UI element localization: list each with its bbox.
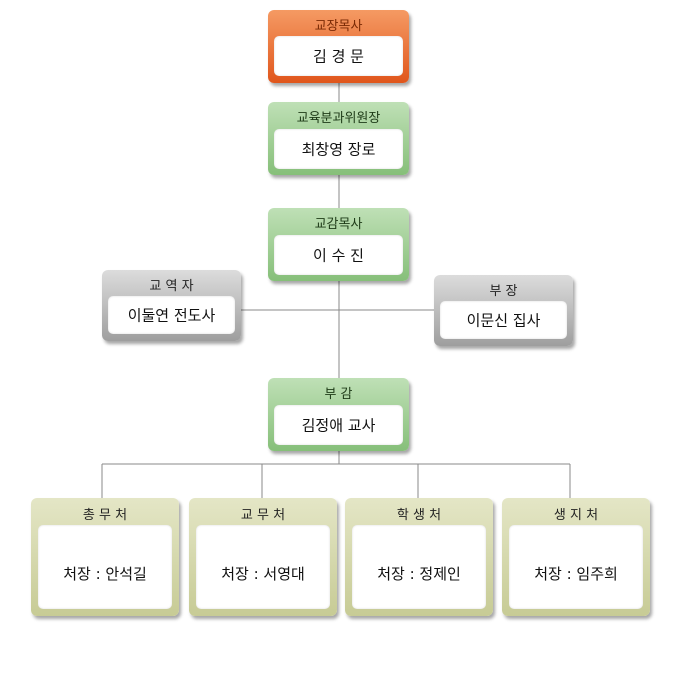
department-head: 처장 : 정제인 xyxy=(377,565,461,583)
department-panel: 처장 : 안석길 xyxy=(38,525,172,609)
director-box: 부 장 이문신 집사 xyxy=(434,275,573,346)
department-head: 처장 : 안석길 xyxy=(63,565,147,583)
evangelist-box: 교 역 자 이둘연 전도사 xyxy=(102,270,241,341)
committee-title: 교육분과위원장 xyxy=(296,111,381,126)
department-title: 총 무 처 xyxy=(82,508,128,523)
committee-box: 교육분과위원장 최창영 장로 xyxy=(268,102,409,175)
department-panel: 처장 : 임주희 xyxy=(509,525,643,609)
pastor-name: 김 경 문 xyxy=(313,47,364,66)
department-box-3: 학 생 처 처장 : 정제인 xyxy=(345,498,493,616)
assistant-name: 김정애 교사 xyxy=(301,416,376,435)
department-title: 생 지 처 xyxy=(553,508,599,523)
vice-pastor-name-panel: 이 수 진 xyxy=(274,235,403,275)
department-head: 처장 : 임주희 xyxy=(534,565,618,583)
assistant-name-panel: 김정애 교사 xyxy=(274,405,403,445)
vice-pastor-title: 교감목사 xyxy=(314,217,363,232)
evangelist-name-panel: 이둘연 전도사 xyxy=(108,296,235,334)
assistant-title: 부 감 xyxy=(324,387,353,402)
department-panel: 처장 : 정제인 xyxy=(352,525,486,609)
department-panel: 처장 : 서영대 xyxy=(196,525,330,609)
director-name: 이문신 집사 xyxy=(466,311,541,330)
pastor-name-panel: 김 경 문 xyxy=(274,36,403,76)
committee-name-panel: 최창영 장로 xyxy=(274,129,403,169)
department-box-2: 교 무 처 처장 : 서영대 xyxy=(189,498,337,616)
department-box-4: 생 지 처 처장 : 임주희 xyxy=(502,498,650,616)
evangelist-name: 이둘연 전도사 xyxy=(127,306,216,325)
pastor-box: 교장목사 김 경 문 xyxy=(268,10,409,83)
evangelist-title: 교 역 자 xyxy=(149,279,194,294)
assistant-box: 부 감 김정애 교사 xyxy=(268,378,409,451)
vice-pastor-box: 교감목사 이 수 진 xyxy=(268,208,409,281)
department-box-1: 총 무 처 처장 : 안석길 xyxy=(31,498,179,616)
department-head: 처장 : 서영대 xyxy=(221,565,305,583)
department-title: 학 생 처 xyxy=(396,508,442,523)
director-name-panel: 이문신 집사 xyxy=(440,301,567,339)
department-title: 교 무 처 xyxy=(240,508,286,523)
vice-pastor-name: 이 수 진 xyxy=(313,246,364,265)
committee-name: 최창영 장로 xyxy=(301,140,376,159)
director-title: 부 장 xyxy=(489,284,518,299)
pastor-title: 교장목사 xyxy=(314,19,363,34)
